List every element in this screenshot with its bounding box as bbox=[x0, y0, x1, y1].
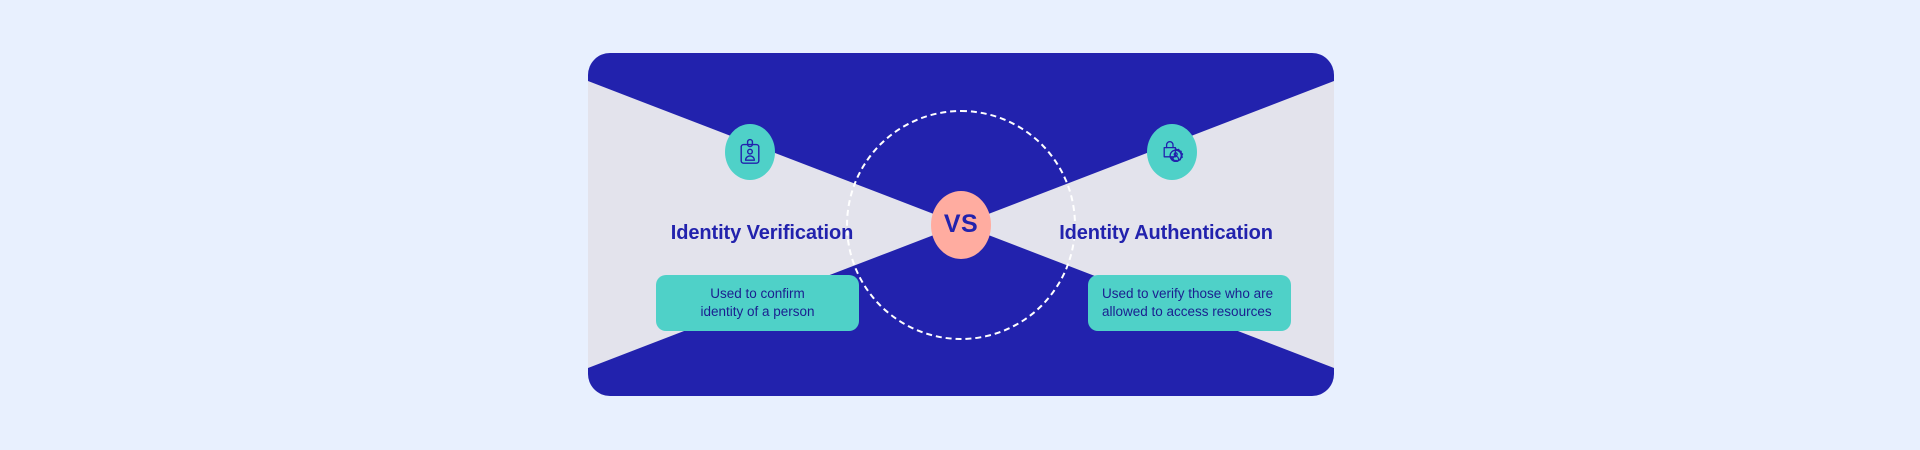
left-note-line-1: Used to confirm bbox=[710, 285, 805, 301]
vs-badge: VS bbox=[931, 190, 991, 259]
lock-user-gear-icon bbox=[1147, 124, 1197, 180]
lock-user-gear-icon-glyph bbox=[1163, 141, 1184, 163]
left-note-text: Used to confirm identity of a person bbox=[700, 285, 814, 321]
left-note-line-2: identity of a person bbox=[700, 304, 815, 319]
id-badge-icon bbox=[725, 124, 775, 180]
right-note-text: Used to verify those who are allowed to … bbox=[1102, 285, 1273, 321]
right-note-line-2: allowed to access resources bbox=[1102, 304, 1272, 319]
right-note-line-1: Used to verify those who are bbox=[1102, 285, 1274, 301]
vs-label: VS bbox=[943, 210, 979, 238]
comparison-card: VS Identity Verification Identity Authen… bbox=[588, 53, 1334, 396]
right-heading: Identity Authentication bbox=[1059, 222, 1273, 244]
right-note-box: Used to verify those who are allowed to … bbox=[1088, 275, 1291, 331]
id-badge-icon-glyph bbox=[740, 138, 760, 164]
left-heading: Identity Verification bbox=[670, 222, 854, 244]
left-note-box: Used to confirm identity of a person bbox=[656, 275, 859, 331]
